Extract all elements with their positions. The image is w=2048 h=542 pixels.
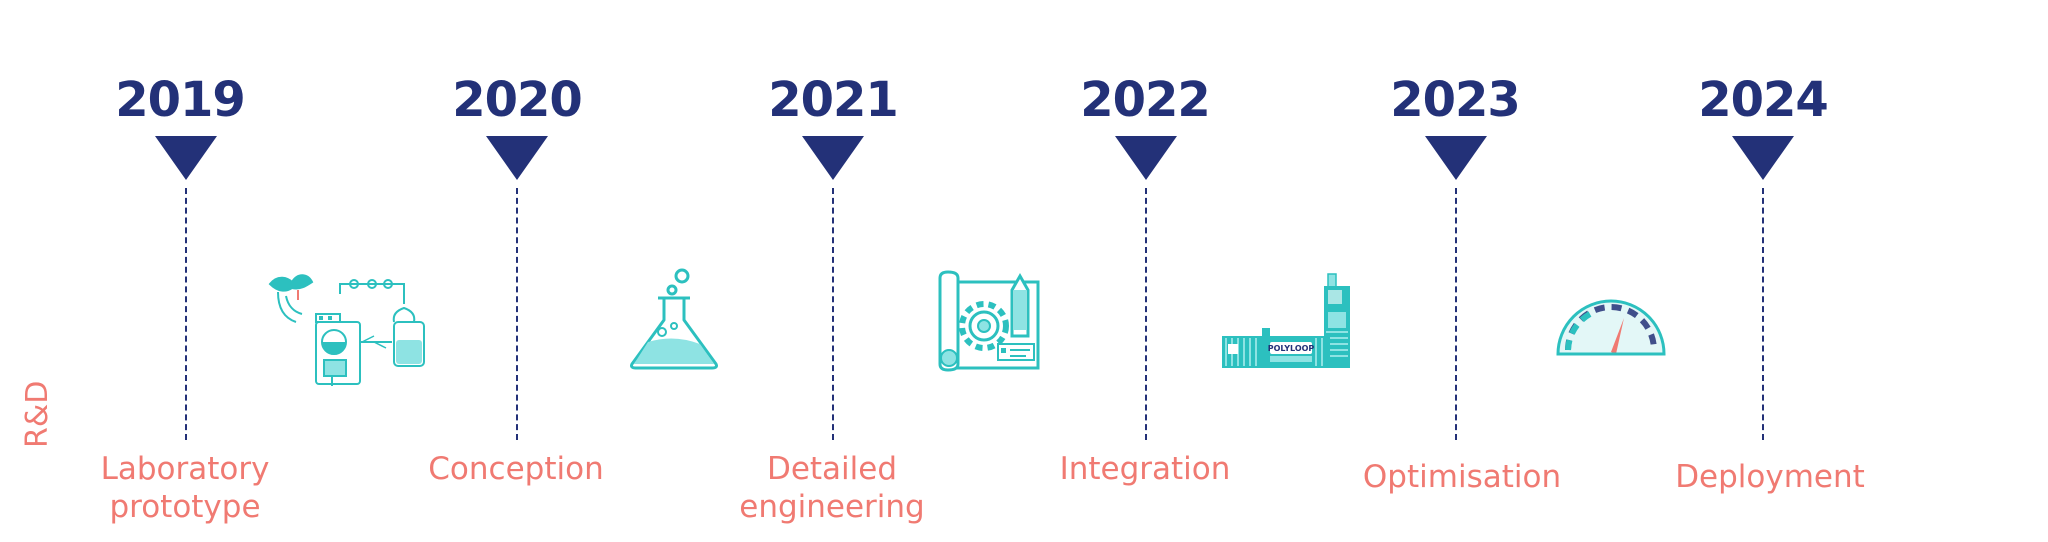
stage-label-line: Deployment	[1675, 459, 1865, 495]
timeline-line-2020	[516, 188, 518, 440]
stage-label-line: Detailed engineering	[739, 451, 925, 525]
flask-icon	[630, 268, 718, 370]
stage-label-integration: Integration	[1015, 450, 1275, 488]
marker-triangle-2023	[1425, 136, 1487, 180]
side-label-rd: R&D	[20, 380, 55, 448]
year-2024: 2024	[1698, 72, 1829, 128]
stage-label-line: Laboratory prototype	[100, 451, 270, 525]
container-brand-text: POLYLOOP	[1268, 344, 1315, 353]
year-2020: 2020	[452, 72, 583, 128]
timeline-line-2024	[1762, 188, 1764, 440]
stage-label-line: Conception	[428, 451, 604, 487]
timeline-line-2019	[185, 188, 187, 440]
lab-equipment-icon	[268, 274, 425, 386]
stage-label-line: Optimisation	[1362, 459, 1562, 495]
timeline-line-2023	[1455, 188, 1457, 440]
timeline-line-2022	[1145, 188, 1147, 440]
marker-triangle-2022	[1115, 136, 1177, 180]
year-2019: 2019	[115, 72, 246, 128]
stage-label-deployment: Deployment	[1640, 458, 1900, 496]
container-plant-icon: POLYLOOP	[1222, 273, 1350, 368]
marker-triangle-2021	[802, 136, 864, 180]
speedometer-icon	[1556, 299, 1666, 356]
marker-triangle-2019	[155, 136, 217, 180]
stage-label-laboratory-prototype: Laboratory prototype	[55, 450, 315, 526]
stage-label-line: Integration	[1059, 451, 1231, 487]
stage-label-optimisation: Optimisation	[1332, 458, 1592, 496]
marker-triangle-2024	[1732, 136, 1794, 180]
stage-label-conception: Conception	[386, 450, 646, 488]
year-2023: 2023	[1390, 72, 1521, 128]
timeline-line-2021	[832, 188, 834, 440]
blueprint-gear-icon	[938, 270, 1040, 372]
marker-triangle-2020	[486, 136, 548, 180]
year-2021: 2021	[768, 72, 899, 128]
year-2022: 2022	[1080, 72, 1211, 128]
stage-label-detailed-engineering: Detailed engineering	[702, 450, 962, 526]
